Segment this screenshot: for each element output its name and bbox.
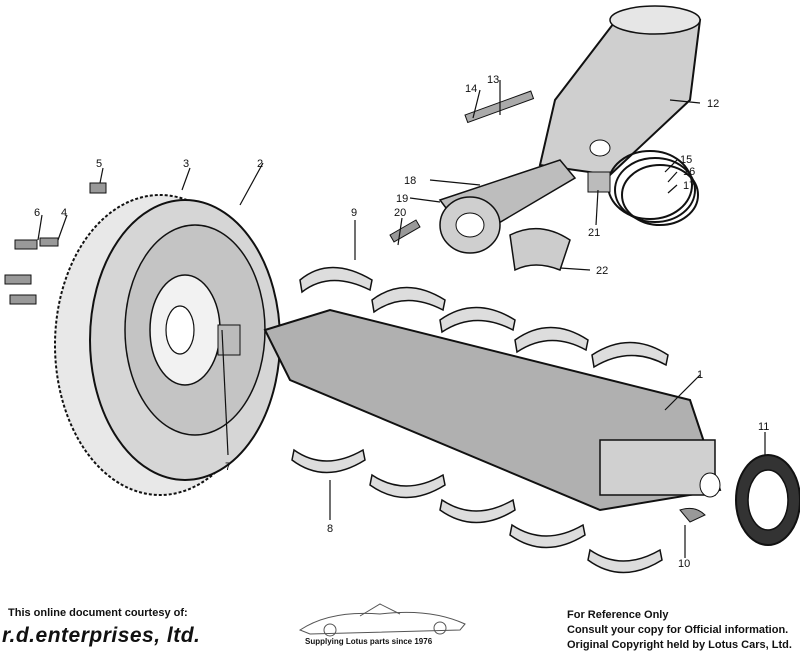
callout-7: 7	[225, 461, 231, 473]
copyright-text: Original Copyright held by Lotus Cars, L…	[567, 639, 792, 651]
tagline: Supplying Lotus parts since 1976	[305, 637, 433, 646]
piston-rings-drawing	[607, 150, 699, 226]
callout-22: 22	[596, 265, 608, 277]
callout-9: 9	[351, 207, 357, 219]
reference-only-text: For Reference Only	[567, 609, 669, 621]
oil-seal-drawing	[735, 454, 800, 546]
callout-1: 1	[697, 369, 703, 381]
callout-19: 19	[396, 193, 408, 205]
callout-6: 6	[34, 207, 40, 219]
callout-17: 17	[683, 180, 695, 192]
thrust-washer-drawing	[679, 507, 706, 523]
exploded-engine-diagram: 1 2 3 4 5 6 7 8 9 10 11 12 13 14 15 16 1…	[4, 5, 800, 574]
callout-12: 12	[707, 98, 719, 110]
callout-21: 21	[588, 227, 600, 239]
callout-2: 2	[257, 158, 263, 170]
leader-lines	[37, 80, 766, 558]
upper-bearings-drawing	[299, 266, 669, 369]
callout-18: 18	[404, 175, 416, 187]
consult-text: Consult your copy for Official informati…	[567, 624, 789, 636]
callout-3: 3	[183, 158, 189, 170]
callout-8: 8	[327, 523, 333, 535]
callout-11: 11	[758, 421, 769, 433]
crankshaft-drawing	[263, 308, 722, 512]
piston-drawing	[464, 5, 702, 177]
callout-labels: 1 2 3 4 5 6 7 8 9 10 11 12 13 14 15 16 1…	[34, 74, 769, 570]
brand-name: r.d.enterprises, ltd.	[2, 624, 201, 647]
connecting-rod-drawing	[389, 159, 611, 272]
lower-bearings-drawing	[291, 448, 663, 574]
callout-14: 14	[465, 83, 477, 95]
bolts-drawing	[4, 182, 107, 305]
callout-20: 20	[394, 207, 406, 219]
callout-16: 16	[683, 166, 695, 178]
callout-15: 15	[680, 154, 692, 166]
callout-10: 10	[678, 558, 690, 570]
callout-13: 13	[487, 74, 499, 86]
flywheel-drawing	[54, 194, 281, 496]
courtesy-text: This online document courtesy of:	[8, 607, 188, 619]
callout-5: 5	[96, 158, 102, 170]
race-car-logo	[298, 603, 466, 637]
reference-notice: For Reference Only Consult your copy for…	[567, 608, 797, 653]
callout-4: 4	[61, 207, 67, 219]
